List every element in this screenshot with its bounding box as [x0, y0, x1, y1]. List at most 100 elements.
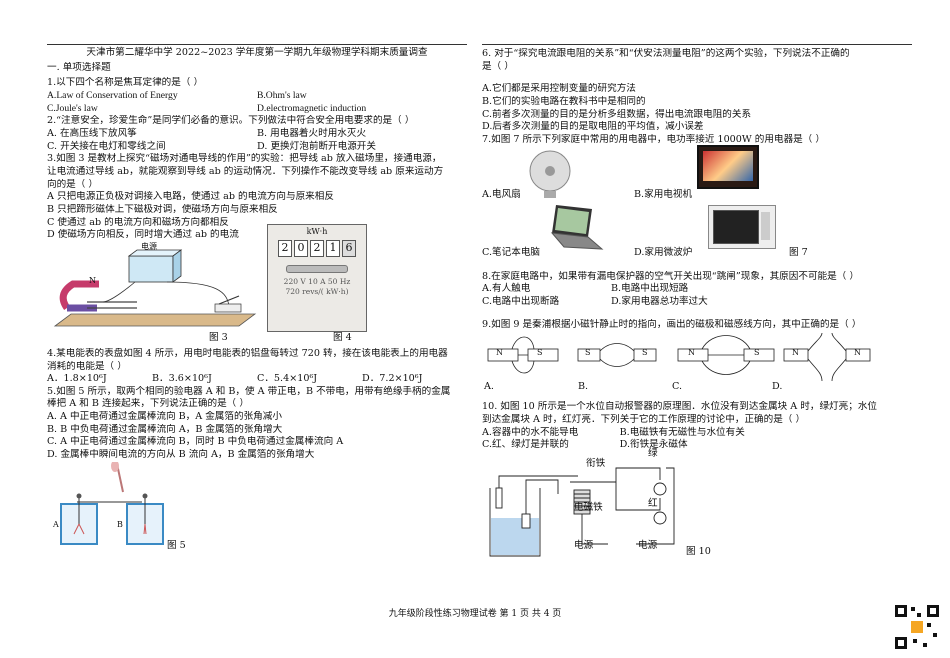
label-red-lamp: 红 — [648, 497, 658, 509]
option-c: C.红、绿灯是并联的 — [482, 439, 569, 451]
option-c: C.电路中出现断路 — [482, 295, 560, 307]
question-stem-line: 让电流通过导线 ab，就能观察到导线 ab 的运动情况．下列操作不能改变导线 a… — [47, 165, 444, 177]
figure-10-caption: 图 10 — [686, 545, 711, 557]
option-c: C. A 中正电荷通过金属棒流向 B，同时 B 中负电荷通过金属棒流向 A — [47, 436, 344, 448]
question-6: 6. 对于“探究电流跟电阻的关系”和“伏安法测量电阻”的这两个实验，下列说法不正… — [482, 48, 912, 134]
question-1: 1.以下四个名称是焦耳定律的是（ ） A.Law of Conservation… — [47, 77, 467, 115]
page-footer: 九年级阶段性练习物理试卷 第 1 页 共 4 页 — [388, 609, 562, 619]
question-stem-line: 3.如图 3 是教材上探究“磁场对通电导线的作用”的实验：把导线 ab 放入磁场… — [47, 153, 442, 165]
option-d: D．7.2×10⁶J — [362, 373, 423, 385]
magnet-pole-label: S — [585, 348, 591, 358]
label-armature: 衔铁 — [586, 457, 606, 469]
label-green-lamp: 绿 — [648, 447, 658, 459]
option-a: A.电风扇 — [482, 188, 521, 200]
option-d: D.家用微波炉 — [634, 246, 693, 258]
question-stem: 8.在家庭电路中，如果带有漏电保护器的空气开关出现“跳闸”现象，其原因不可能是（… — [482, 270, 859, 282]
question-stem-line: 10. 如图 10 所示是一个水位自动报警器的原理图．水位没有到达金属块 A 时… — [482, 401, 878, 413]
magnet-pole-label: N — [792, 348, 799, 358]
option-c: C．5.4×10⁶J — [257, 373, 318, 385]
option-b: B.它们的实验电路在教科书中是相同的 — [482, 95, 646, 107]
question-4: 4.某电能表的表盘如图 4 所示，用电时电能表的铝盘每转过 720 转，接在该电… — [47, 348, 467, 386]
option-b: B.电路中出现短路 — [611, 283, 689, 295]
option-a: A. A 中正电荷通过金属棒流向 B，A 金属箔的张角减小 — [47, 411, 282, 423]
left-column: 天津市第二耀华中学 2022~2023 学年度第一学期九年级物理学科期末质量调查… — [47, 44, 467, 552]
option-d: D. 更换灯泡前断开电源开关 — [257, 140, 376, 152]
choice-label-a: A. — [484, 381, 494, 393]
choice-label-d: D. — [772, 381, 783, 393]
label-power-2: 电源 — [638, 539, 658, 551]
option-a: A.有人触电 — [482, 283, 531, 295]
figure-4-meter: kW·h 2 0 2 1 6 220 V 10 A 50 Hz 720 revs… — [267, 223, 367, 332]
figure-7-caption: 图 7 — [789, 246, 808, 258]
question-stem-line: 4.某电能表的表盘如图 4 所示，用电时电能表的铝盘每转过 720 转，接在该电… — [47, 347, 448, 359]
option-d: D. 金属棒中瞬间电流的方向从 B 流向 A，B 金属箔的张角增大 — [47, 449, 315, 461]
magnet-pole-label: N — [854, 348, 861, 358]
right-column: 6. 对于“探究电流跟电阻的关系”和“伏安法测量电阻”的这两个实验，下列说法不正… — [482, 48, 912, 562]
option-a: A．1.8×10⁶J — [47, 373, 107, 385]
option-b: B.家用电视机 — [634, 188, 693, 200]
meter-digit: 0 — [294, 240, 308, 257]
qr-code-icon — [893, 603, 941, 651]
magnet-pole-label: N — [688, 348, 695, 358]
top-rule-right — [482, 44, 912, 45]
figure-3-n-label: N — [89, 275, 96, 285]
option-c: C.前者多次测量的目的是分析多组数据，得出电流跟电阻的关系 — [482, 108, 752, 120]
figure-5-label-b: B — [117, 519, 123, 529]
section-heading: 一. 单项选择题 — [47, 61, 111, 73]
option-a: A.Law of Conservation of Energy — [47, 89, 178, 101]
figure-5: A B 图 5 — [47, 461, 467, 552]
option-d: D.家用电器总功率过大 — [611, 295, 708, 307]
question-5: 5.如图 5 所示，取两个相同的验电器 A 和 B，使 A 带正电，B 不带电，… — [47, 386, 467, 462]
question-stem: 9.如图 9 是秦浦根据小磁针静止时的指向，画出的磁极和磁感线方向，其中正确的是… — [482, 318, 862, 330]
microwave-image — [708, 204, 776, 249]
option-a: A 只把电源正负极对调接入电路，使通过 ab 的电流方向与原来相反 — [47, 191, 334, 203]
meter-digits: 2 0 2 1 6 — [268, 240, 366, 257]
meter-rev: 720 revs/( kW·h) — [285, 286, 349, 296]
figure-9-field-lines — [487, 333, 871, 382]
figure-3-apparatus — [53, 249, 257, 327]
question-9: 9.如图 9 是秦浦根据小磁针静止时的指向，画出的磁极和磁感线方向，其中正确的是… — [482, 319, 912, 394]
question-stem: 1.以下四个名称是焦耳定律的是（ ） — [47, 77, 204, 89]
option-a: A.容器中的水不能导电 — [482, 426, 579, 438]
option-d: D.electromagnetic induction — [257, 102, 367, 114]
meter-digit: 6 — [342, 240, 356, 257]
magnet-pole-label: S — [754, 348, 760, 358]
meter-disc — [286, 264, 348, 273]
option-b: B.电磁铁有无磁性与水位有关 — [619, 426, 745, 438]
question-stem-line: 是（ ） — [482, 60, 514, 72]
option-c: C 使通过 ab 的电流方向和磁场方向都相反 — [47, 216, 229, 228]
option-c: C. 开关接在电灯和零线之间 — [47, 140, 166, 152]
choice-label-c: C. — [672, 381, 683, 393]
option-d: D 使磁场方向相反，同时增大通过 ab 的电流 — [47, 229, 239, 241]
figure-10: 衔铁 绿 红 电磁铁 电源 电源 图 10 — [482, 448, 912, 562]
fan-image — [529, 150, 571, 198]
magnet-pole-label: S — [642, 348, 648, 358]
laptop-image — [550, 204, 604, 250]
question-stem-line: 5.如图 5 所示，取两个相同的验电器 A 和 B，使 A 带正电，B 不带电，… — [47, 385, 451, 397]
question-7: 7.如图 7 所示下列家庭中常用的用电器中，电功率接近 1000W 的用电器是（… — [482, 134, 912, 263]
meter-spec: 220 V 10 A 50 Hz — [283, 276, 351, 286]
figure-3-power-label: 电源 — [141, 241, 157, 251]
question-8: 8.在家庭电路中，如果带有漏电保护器的空气开关出现“跳闸”现象，其原因不可能是（… — [482, 271, 912, 309]
question-stem-line: 消耗的电能是（ ） — [47, 360, 127, 372]
question-stem-line: 向的是（ ） — [47, 178, 99, 190]
meter-digit: 2 — [310, 240, 324, 257]
option-b: B. B 中负电荷通过金属棒流向 A，B 金属箔的张角增大 — [47, 423, 283, 435]
option-a: A.它们都是采用控制变量的研究方法 — [482, 83, 636, 95]
label-electromagnet: 电磁铁 — [574, 501, 603, 513]
figure-5-caption: 图 5 — [167, 539, 186, 551]
option-c: C.笔记本电脑 — [482, 246, 541, 258]
option-d: D.后者多次测量的目的是取电阻的平均值，减小误差 — [482, 121, 704, 133]
magnet-pole-label: N — [496, 348, 503, 358]
question-3: 3.如图 3 是教材上探究“磁场对通电导线的作用”的实验：把导线 ab 放入磁场… — [47, 153, 467, 242]
option-b: B.Ohm's law — [257, 89, 307, 101]
figure-4-caption: 图 4 — [333, 331, 352, 343]
question-stem: 2.“注意安全，珍爱生命”是同学们必备的意识。下列做法中符合安全用电要求的是（ … — [47, 115, 415, 127]
meter-unit: kW·h — [306, 226, 328, 236]
option-a: A. 在高压线下放风筝 — [47, 127, 137, 139]
question-stem-line: 棒把 A 和 B 连接起来，下列说法正确的是（ ） — [47, 398, 249, 410]
question-stem: 7.如图 7 所示下列家庭中常用的用电器中，电功率接近 1000W 的用电器是（… — [482, 133, 825, 145]
figures-3-4: 电源 N 图 3 kW·h 2 0 2 1 6 220 V 10 A 50 Hz… — [47, 223, 467, 346]
figure-5-label-a: A — [53, 519, 59, 529]
page-title: 天津市第二耀华中学 2022~2023 学年度第一学期九年级物理学科期末质量调查 — [47, 44, 467, 60]
